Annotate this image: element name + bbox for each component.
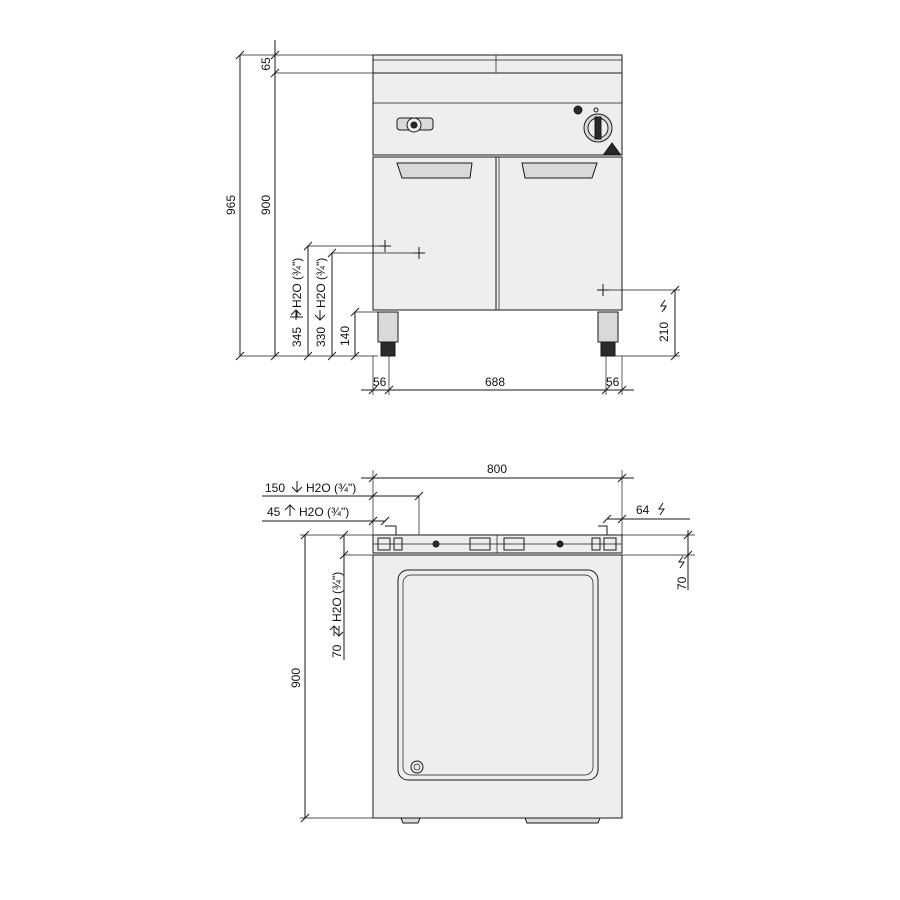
lightning-icon: [660, 299, 667, 313]
dim-45: 45: [267, 505, 281, 519]
door-handle-right: [521, 162, 598, 179]
arrow-down-icon: [314, 310, 326, 321]
back-strip: [372, 534, 623, 554]
dim-65: 65: [259, 57, 273, 71]
dim-140: 140: [338, 326, 352, 346]
indicator-small-icon: [593, 107, 599, 113]
lightning-icon: [678, 555, 685, 569]
dim-330: 330: [314, 327, 328, 347]
label-water-inlet-front: H2O (¾"): [290, 258, 304, 308]
arrow-up-icon: [290, 309, 303, 320]
control-knob-icon: [583, 113, 613, 143]
dim-64: 64: [636, 503, 650, 517]
dim-900-top: 900: [289, 668, 303, 688]
door-handle-left: [396, 162, 473, 179]
top-surface: [372, 554, 623, 819]
legs: [377, 311, 619, 357]
label-water-outlet-top: H2O (¾"): [306, 481, 356, 495]
dim-965: 965: [224, 195, 238, 215]
dim-688: 688: [485, 375, 505, 389]
cabinet: [372, 156, 623, 311]
dim-56-left: 56: [373, 375, 387, 389]
drain-hole-icon: [410, 760, 424, 774]
arrow-up-icon: [329, 625, 339, 636]
appliance-top: [372, 54, 623, 74]
top-view: 800 150 H2O (¾") 45 H2O (¾") 64 70: [262, 462, 695, 824]
dim-800: 800: [487, 462, 507, 476]
drain-tap-icon: [396, 117, 434, 133]
dim-150: 150: [265, 481, 285, 495]
arrow-up-icon: [284, 504, 296, 516]
dim-70-right: 70: [675, 576, 689, 590]
connection-markers: [379, 240, 609, 296]
label-water-side-top: H2O (¾"): [330, 572, 344, 622]
warning-triangle-icon: [603, 142, 621, 155]
indicator-light-icon: [573, 105, 583, 115]
lightning-icon: [658, 502, 665, 516]
front-view: 965 65 900 345 H2O (¾") 330 H2O (¾") 140…: [224, 40, 680, 395]
arrow-down-icon: [291, 481, 303, 493]
dim-56-right: 56: [606, 375, 620, 389]
dim-70-left: 70: [330, 644, 344, 658]
arrow-down-icon: [334, 626, 344, 637]
label-water-inlet-top: H2O (¾"): [299, 505, 349, 519]
control-panel: [372, 72, 623, 156]
label-water-outlet-front: H2O (¾"): [314, 258, 328, 308]
dim-900: 900: [259, 195, 273, 215]
dim-210: 210: [657, 322, 671, 342]
dim-345: 345: [290, 327, 304, 347]
